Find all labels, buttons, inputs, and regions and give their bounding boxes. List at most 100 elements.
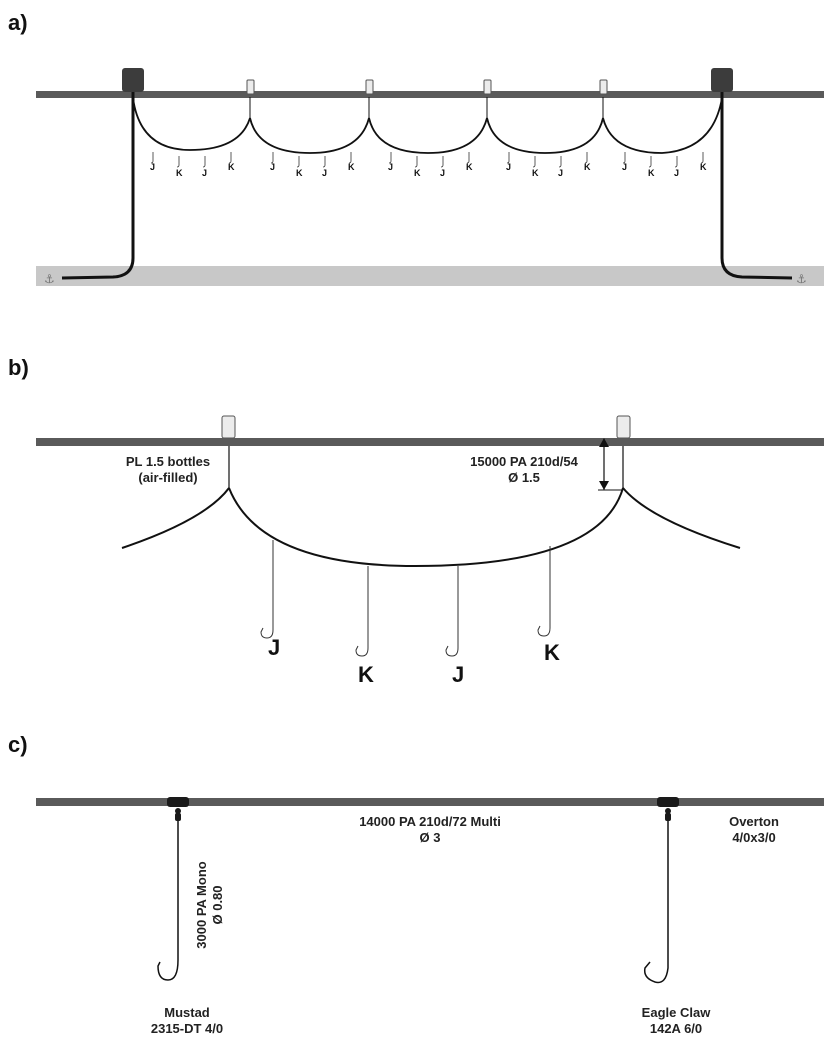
small-hook <box>296 156 300 168</box>
small-hook <box>322 156 326 168</box>
hook-type-label: J <box>202 168 207 178</box>
hook-type-label: K <box>532 168 539 178</box>
hook-type-label: J <box>506 162 511 172</box>
hook-type-label: J <box>270 162 275 172</box>
panel-b: b) PL 1.5 bottles (air-filled) 15000 PA … <box>8 355 824 687</box>
float-label-line2: (air-filled) <box>138 470 197 485</box>
small-hook <box>440 156 444 168</box>
small-hook <box>414 156 418 168</box>
hook-type-label: K <box>414 168 421 178</box>
hook-type-label: K <box>466 162 473 172</box>
arrow-head-up <box>599 438 609 447</box>
hook-type-label: K <box>358 662 374 687</box>
right-hook-label-line2: 142A 6/0 <box>650 1021 702 1036</box>
hook-type-label: K <box>228 162 235 172</box>
small-hook <box>700 152 704 164</box>
branch-line <box>121 487 230 549</box>
main-line <box>36 91 824 98</box>
large-hook <box>445 566 459 657</box>
small-hook <box>506 152 510 164</box>
left-snap-clip <box>167 797 189 821</box>
hook-type-label: K <box>648 168 655 178</box>
small-hook <box>532 156 536 168</box>
large-hook <box>260 540 274 639</box>
hook-type-label: K <box>584 162 591 172</box>
hook-type-label: J <box>268 635 280 660</box>
float <box>483 79 492 95</box>
branch-line <box>622 487 741 549</box>
panel-a-label: a) <box>8 10 28 35</box>
left-anchor-icon: ⚓ <box>44 272 55 286</box>
clip-label-line2: 4/0x3/0 <box>732 830 775 845</box>
small-hook <box>176 156 180 168</box>
left-buoy-line <box>61 92 135 280</box>
small-hook <box>270 152 274 164</box>
hook-type-label: K <box>348 162 355 172</box>
hook-type-label: K <box>544 640 560 665</box>
clip-label-line1: Overton <box>729 814 779 829</box>
panel-b-label: b) <box>8 355 29 380</box>
hook-type-label: J <box>622 162 627 172</box>
branch-line <box>249 117 370 154</box>
hook-type-label: J <box>674 168 679 178</box>
hook-type-label: K <box>296 168 303 178</box>
arrow-head-down <box>599 481 609 490</box>
branch-line <box>228 487 624 568</box>
left-snood-hook <box>157 821 179 981</box>
panel-c-label: c) <box>8 732 28 757</box>
float <box>599 79 608 95</box>
right-snood-hook <box>643 821 669 984</box>
panel-b-hooks: J K J K <box>260 540 560 687</box>
small-hook <box>648 156 652 168</box>
branch-line <box>368 117 488 154</box>
hook-type-label: J <box>150 162 155 172</box>
float <box>246 79 255 95</box>
main-line <box>36 438 824 446</box>
large-hook <box>537 546 551 637</box>
right-snap-clip <box>657 797 679 821</box>
hook-type-label: J <box>440 168 445 178</box>
small-hook <box>622 152 626 164</box>
mainline-label-line2: Ø 3 <box>420 830 441 845</box>
small-hook <box>150 152 154 164</box>
small-hook <box>674 156 678 168</box>
hook-type-label: J <box>322 168 327 178</box>
hook-type-label: J <box>452 662 464 687</box>
hook-type-label: K <box>700 162 707 172</box>
right-end-buoy <box>711 68 733 92</box>
snood-label-line1: 3000 PA Mono <box>194 861 209 948</box>
right-anchor-icon: ⚓ <box>796 272 807 286</box>
main-line <box>36 798 824 806</box>
small-hook <box>584 152 588 164</box>
branch-label-line1: 15000 PA 210d/54 <box>470 454 578 469</box>
hook-type-label: K <box>176 168 183 178</box>
panel-c: c) 14000 PA 210d/72 Multi Ø 3 3000 PA Mo… <box>8 732 824 1036</box>
left-end-buoy <box>122 68 144 92</box>
snood-label-line2: Ø 0.80 <box>210 885 225 924</box>
right-buoy-line <box>720 92 793 280</box>
right-hook-label-line1: Eagle Claw <box>642 1005 712 1020</box>
small-hook <box>348 152 352 164</box>
small-hook <box>388 152 392 164</box>
branch-line <box>602 97 723 154</box>
float <box>616 415 631 439</box>
branch-label-line2: Ø 1.5 <box>508 470 540 485</box>
hook-type-label: J <box>558 168 563 178</box>
small-hook <box>228 152 232 164</box>
mainline-label-line1: 14000 PA 210d/72 Multi <box>359 814 501 829</box>
float <box>365 79 374 95</box>
panel-a: a) ⚓ ⚓ J K J K J K J K J K J K J K J K J K J K <box>8 10 824 286</box>
small-hook <box>466 152 470 164</box>
small-hook <box>202 156 206 168</box>
large-hook <box>355 566 369 657</box>
seabed <box>36 266 824 286</box>
float <box>221 415 236 439</box>
snood-label: 3000 PA Mono Ø 0.80 <box>194 861 225 948</box>
float-label-line1: PL 1.5 bottles <box>126 454 210 469</box>
branch-line <box>486 117 604 154</box>
hook-type-label: J <box>388 162 393 172</box>
branch-line <box>132 97 251 151</box>
left-hook-label-line2: 2315-DT 4/0 <box>151 1021 223 1036</box>
